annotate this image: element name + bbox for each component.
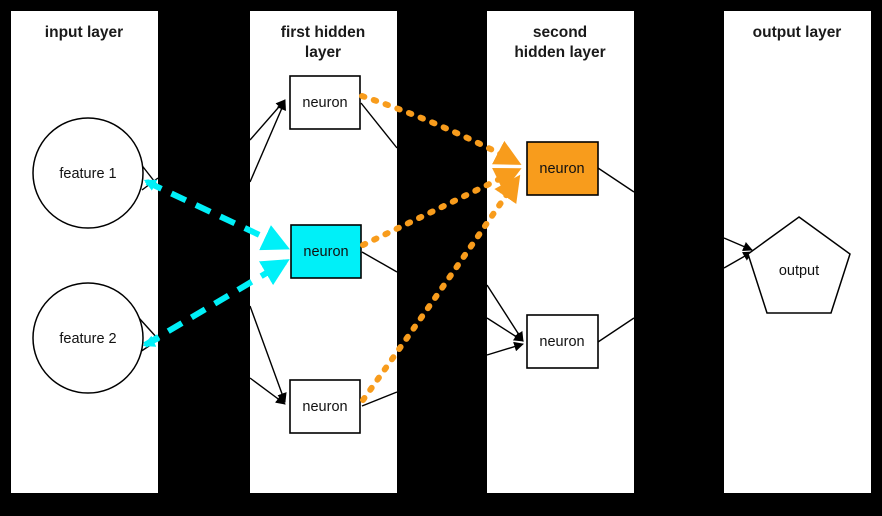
edge-h1mid-out	[361, 251, 398, 273]
node-h1-mid-highlighted[interactable]: neuron	[290, 224, 362, 279]
cyan-edge-back-to-feature2	[142, 335, 160, 347]
layer-titles: input layer first hidden layer second hi…	[45, 24, 842, 61]
title-first-hidden-layer-line1: first hidden	[281, 24, 365, 41]
output-label: output	[779, 263, 819, 279]
orange-edge-h1bot-to-h2top	[360, 174, 521, 403]
h1-top-label: neuron	[302, 95, 347, 111]
title-second-hidden-layer-line1: second	[533, 24, 587, 41]
panel-second-hidden-layer	[487, 11, 634, 493]
orange-edge-h1top-to-h2top	[359, 93, 522, 166]
edge-h1bot-out	[361, 391, 398, 407]
cyan-highlight-edges	[142, 179, 290, 348]
edge-h2bot-out	[597, 317, 635, 343]
h1-bot-box[interactable]	[289, 379, 361, 434]
orange-highlight-edges	[359, 93, 522, 403]
panel-input-layer	[11, 11, 158, 493]
edge-h1top-out	[360, 102, 398, 149]
edge-h2top-out	[597, 167, 635, 193]
h2-top-box[interactable]	[526, 141, 599, 196]
title-output-layer: output layer	[753, 24, 842, 41]
feature-2-label: feature 2	[59, 331, 116, 347]
plain-edges	[138, 99, 753, 407]
node-h2-bot[interactable]: neuron	[526, 314, 599, 369]
edge-h2top-to-output	[723, 237, 753, 252]
node-output[interactable]: output	[747, 216, 851, 314]
h2-bot-box[interactable]	[526, 314, 599, 369]
cyan-edge-back-to-feature1	[143, 179, 161, 191]
edge-h1top-to-h2bot	[486, 284, 524, 342]
h2-bot-label: neuron	[539, 334, 584, 350]
title-first-hidden-layer-line2: layer	[305, 44, 341, 61]
feature-1-label: feature 1	[59, 166, 116, 182]
edge-feature1-to-h1bot	[249, 305, 287, 403]
h1-mid-label: neuron	[303, 244, 348, 260]
edge-h2bot-to-output	[723, 251, 753, 269]
feature-1-circle[interactable]	[32, 117, 144, 229]
node-feature-2[interactable]: feature 2	[32, 282, 144, 394]
h1-top-box[interactable]	[289, 75, 361, 130]
output-pentagon[interactable]	[747, 216, 851, 314]
edge-feature2-to-h1top	[249, 100, 286, 183]
h1-mid-box[interactable]	[290, 224, 362, 279]
title-input-layer: input layer	[45, 24, 123, 41]
node-h2-top-highlighted[interactable]: neuron	[526, 141, 599, 196]
edge-h1mid-to-h2bot	[486, 317, 524, 342]
cyan-edge-feature2-to-h1mid	[143, 259, 290, 348]
node-h1-bot[interactable]: neuron	[289, 379, 361, 434]
node-feature-1[interactable]: feature 1	[32, 117, 144, 229]
title-second-hidden-layer-line2: hidden layer	[514, 44, 605, 61]
h2-top-label: neuron	[539, 161, 584, 177]
edge-h1bot-to-h2bot	[486, 341, 524, 356]
edge-stub-feature2-a	[138, 317, 159, 340]
h1-bot-label: neuron	[302, 399, 347, 415]
edge-feature2-to-h1bot	[249, 377, 286, 405]
node-h1-top[interactable]: neuron	[289, 75, 361, 130]
nodes: feature 1 feature 2 neuron neuron neuron	[32, 75, 851, 434]
